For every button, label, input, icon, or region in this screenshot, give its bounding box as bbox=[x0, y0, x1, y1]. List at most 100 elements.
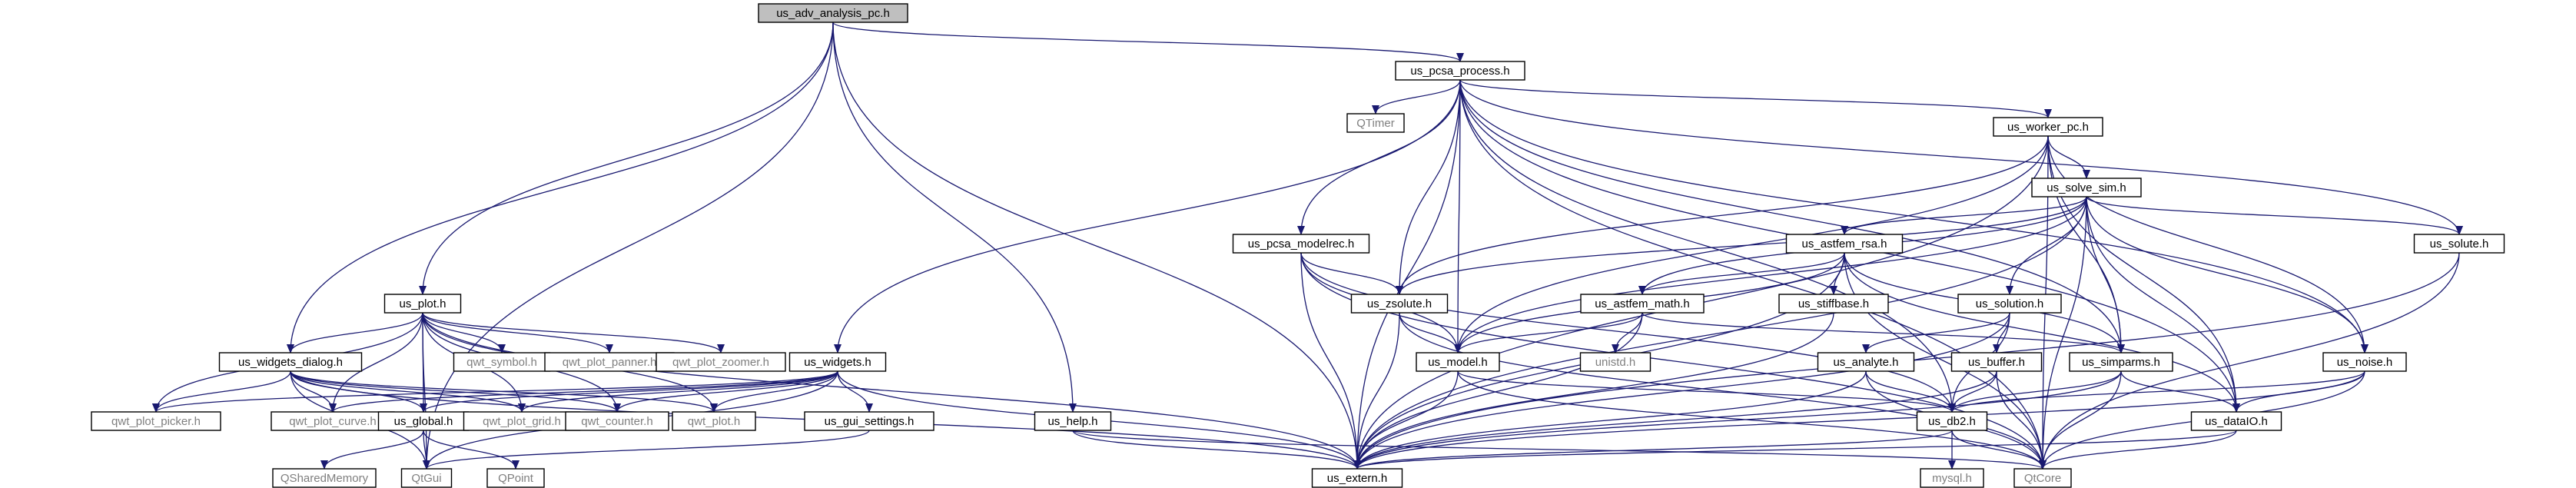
edge-help-to-extern bbox=[1072, 430, 1361, 470]
node-buffer[interactable]: us_buffer.h bbox=[1950, 352, 2043, 372]
edge-astrsa-to-astmath bbox=[1638, 252, 1845, 295]
node-label-global: us_global.h bbox=[394, 415, 453, 428]
node-modelrec[interactable]: us_pcsa_modelrec.h bbox=[1232, 234, 1370, 254]
node-label-qpicker: qwt_plot_picker.h bbox=[111, 415, 201, 428]
node-label-worker: us_worker_pc.h bbox=[2007, 121, 2089, 134]
node-label-dataio: us_dataIO.h bbox=[2205, 415, 2268, 428]
node-extern[interactable]: us_extern.h bbox=[1311, 468, 1403, 488]
node-label-modelrec: us_pcsa_modelrec.h bbox=[1248, 237, 1354, 251]
node-qpan: qwt_plot_panner.h bbox=[544, 352, 675, 372]
node-box-solvesim bbox=[2031, 178, 2142, 198]
edge-solvesim-to-solute bbox=[2086, 196, 2463, 235]
edge-solvesim-to-zsolute bbox=[1396, 196, 2087, 295]
edge-analyte-to-extern bbox=[1353, 370, 1867, 470]
node-label-solute: us_solute.h bbox=[2430, 237, 2489, 251]
edge-plot-to-qcurve bbox=[329, 312, 423, 413]
node-box-global bbox=[377, 411, 470, 431]
node-plot[interactable]: us_plot.h bbox=[383, 294, 462, 314]
node-label-astmath: us_astfem_math.h bbox=[1595, 297, 1689, 310]
node-db2[interactable]: us_db2.h bbox=[1916, 411, 1988, 431]
node-noise[interactable]: us_noise.h bbox=[2322, 352, 2407, 372]
node-box-simparms bbox=[2069, 352, 2173, 372]
edge-worker-to-noise bbox=[2047, 135, 2369, 354]
node-label-simparms: us_simparms.h bbox=[2082, 356, 2160, 369]
node-label-solvesim: us_solve_sim.h bbox=[2047, 181, 2126, 194]
node-worker[interactable]: us_worker_pc.h bbox=[1993, 117, 2103, 137]
edge-pcsa-to-db2 bbox=[1459, 79, 1956, 413]
edge-solute-to-qtcore bbox=[2039, 252, 2460, 470]
node-qcounter: qwt_counter.h bbox=[565, 411, 669, 431]
node-mysql: mysql.h bbox=[1920, 468, 1984, 488]
node-help[interactable]: us_help.h bbox=[1034, 411, 1112, 431]
node-label-pcsa: us_pcsa_process.h bbox=[1410, 65, 1509, 78]
node-astrsa[interactable]: us_astfem_rsa.h bbox=[1785, 234, 1904, 254]
node-solvesim[interactable]: us_solve_sim.h bbox=[2031, 178, 2142, 198]
node-label-zsolute: us_zsolute.h bbox=[1367, 297, 1432, 310]
node-label-qtgui: QtGui bbox=[411, 472, 441, 485]
node-box-worker bbox=[1993, 117, 2103, 137]
edge-adv-to-qtgui bbox=[423, 22, 834, 470]
node-zsolute[interactable]: us_zsolute.h bbox=[1350, 294, 1449, 314]
node-box-solution bbox=[1957, 294, 2062, 314]
edge-adv-to-pcsa bbox=[832, 22, 1464, 62]
node-guiset[interactable]: us_gui_settings.h bbox=[804, 411, 934, 431]
edge-worker-to-model bbox=[1454, 135, 2049, 354]
edge-modelrec-to-extern bbox=[1300, 252, 1361, 470]
node-global[interactable]: us_global.h bbox=[377, 411, 470, 431]
node-box-db2 bbox=[1916, 411, 1988, 431]
node-box-help bbox=[1034, 411, 1112, 431]
edge-pcsa-to-worker bbox=[1459, 79, 2052, 118]
node-analyte[interactable]: us_analyte.h bbox=[1817, 352, 1915, 372]
node-stiff[interactable]: us_stiffbase.h bbox=[1778, 294, 1889, 314]
node-label-astrsa: us_astfem_rsa.h bbox=[1802, 237, 1887, 251]
node-qzoom: qwt_plot_zoomer.h bbox=[656, 352, 786, 372]
edge-solvesim-to-simparms bbox=[2086, 196, 2125, 354]
node-unistd: unistd.h bbox=[1579, 352, 1651, 372]
edge-solvesim-to-astrsa bbox=[1841, 196, 2087, 235]
node-simparms[interactable]: us_simparms.h bbox=[2069, 352, 2173, 372]
edge-astmath-to-simparms bbox=[1642, 312, 2125, 354]
node-widgets[interactable]: us_widgets.h bbox=[788, 352, 887, 372]
edge-noise-to-extern bbox=[1353, 370, 2365, 470]
node-box-qshm bbox=[272, 468, 377, 488]
edge-simparms-to-dataio bbox=[2120, 370, 2240, 413]
edge-global-to-qpoint bbox=[423, 430, 520, 470]
edge-modelrec-to-db2 bbox=[1300, 252, 1956, 413]
edge-buffer-to-qtcore bbox=[1996, 370, 2047, 470]
edge-plot-to-qsym bbox=[422, 312, 506, 354]
edge-zsolute-to-qtcore bbox=[1399, 312, 2047, 470]
node-dataio[interactable]: us_dataIO.h bbox=[2190, 411, 2282, 431]
node-label-qtcore: QtCore bbox=[2024, 472, 2061, 485]
node-adv: us_adv_analysis_pc.h bbox=[758, 3, 908, 23]
edge-pcsa-to-simparms bbox=[1459, 79, 2125, 354]
node-box-astmath bbox=[1580, 294, 1705, 314]
edge-model-to-db2 bbox=[1457, 370, 1956, 413]
edge-adv-to-plot bbox=[419, 22, 834, 295]
node-box-qzoom bbox=[656, 352, 786, 372]
edge-widgets-to-qpicker bbox=[152, 370, 838, 413]
edge-astmath-to-model bbox=[1454, 312, 1643, 354]
edge-stiff-to-extern bbox=[1353, 312, 1834, 470]
node-label-help: us_help.h bbox=[1047, 415, 1097, 428]
node-solution[interactable]: us_solution.h bbox=[1957, 294, 2062, 314]
node-box-stiff bbox=[1778, 294, 1889, 314]
node-solute[interactable]: us_solute.h bbox=[2413, 234, 2505, 254]
node-wdialog[interactable]: us_widgets_dialog.h bbox=[218, 352, 363, 372]
node-qpicker: qwt_plot_picker.h bbox=[91, 411, 221, 431]
node-astmath[interactable]: us_astfem_math.h bbox=[1580, 294, 1705, 314]
node-qtimer: QTimer bbox=[1346, 113, 1405, 133]
edge-widgets-to-qgrid bbox=[518, 370, 838, 413]
node-model[interactable]: us_model.h bbox=[1416, 352, 1500, 372]
node-label-guiset: us_gui_settings.h bbox=[825, 415, 915, 428]
node-label-adv: us_adv_analysis_pc.h bbox=[776, 7, 890, 20]
node-box-qsym bbox=[453, 352, 551, 372]
node-box-noise bbox=[2322, 352, 2407, 372]
node-box-astrsa bbox=[1785, 234, 1904, 254]
edge-global-to-qshm bbox=[320, 430, 424, 470]
edge-dataio-to-qtcore bbox=[2039, 430, 2237, 470]
node-box-qcounter bbox=[565, 411, 669, 431]
node-pcsa[interactable]: us_pcsa_process.h bbox=[1395, 61, 1525, 81]
edge-widgets-to-qcurve bbox=[329, 370, 838, 413]
node-box-modelrec bbox=[1232, 234, 1370, 254]
dependency-nodes: us_adv_analysis_pc.h us_pcsa_process.hQTi… bbox=[91, 3, 2505, 488]
